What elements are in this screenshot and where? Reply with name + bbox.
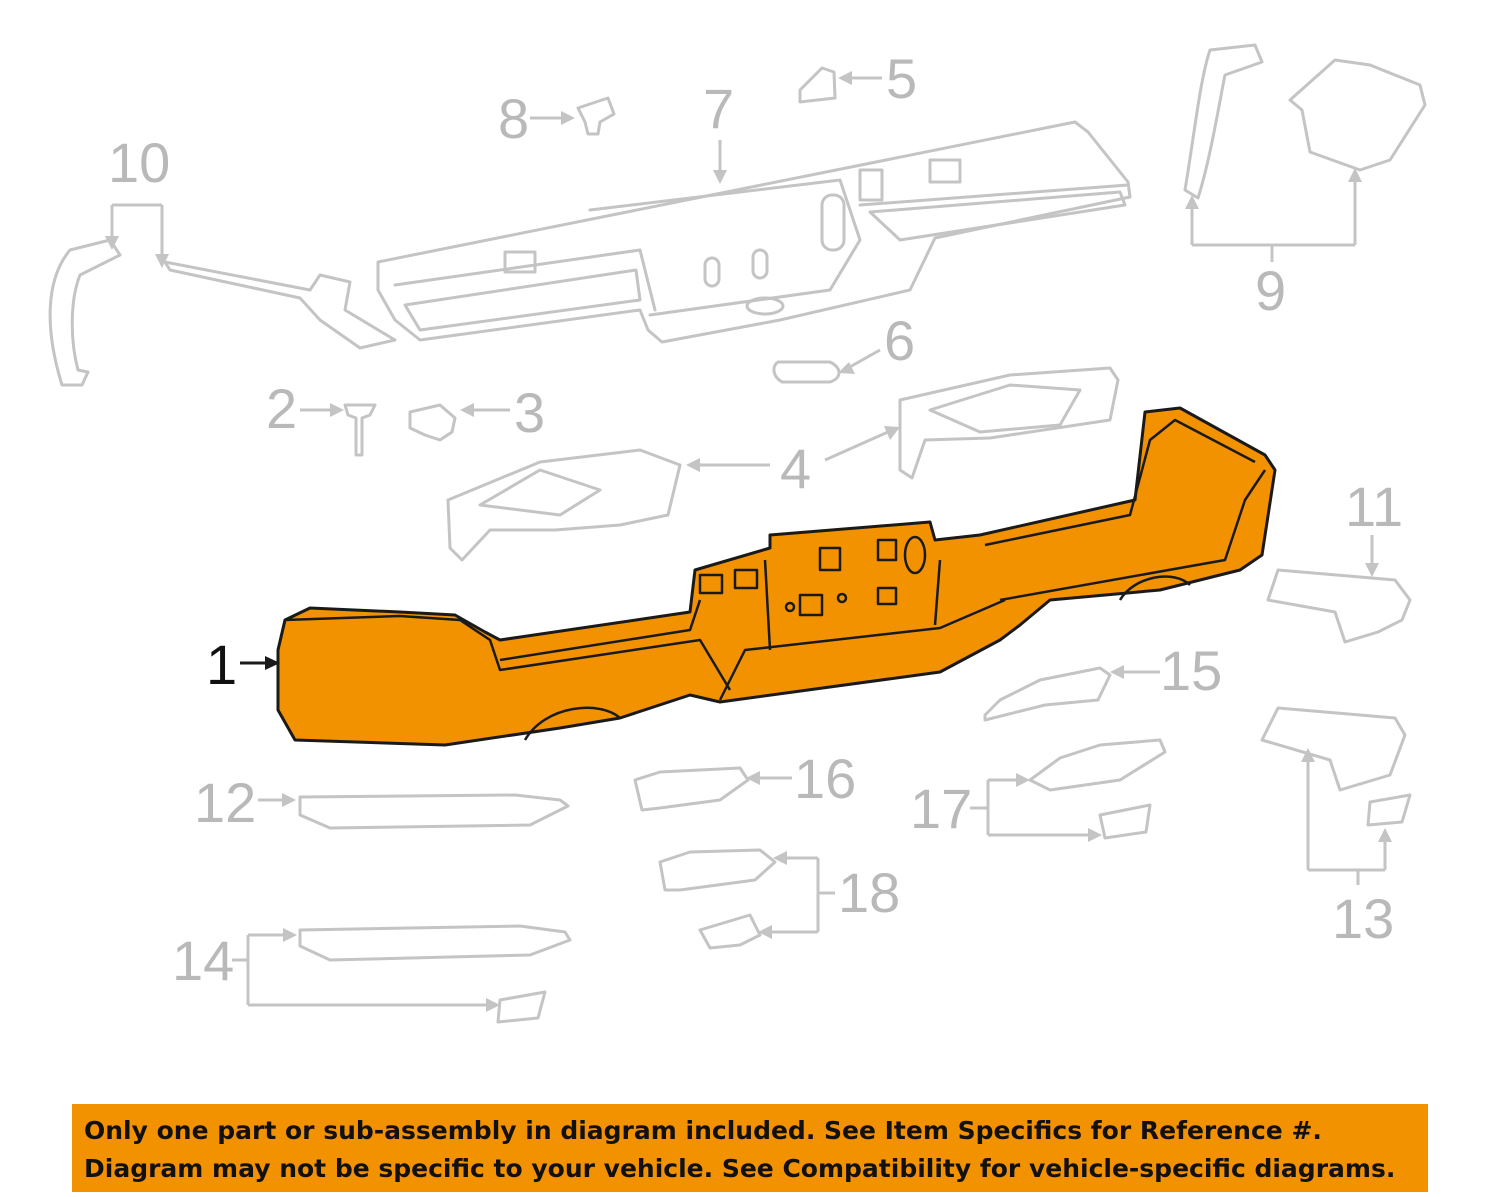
part-11-end-bracket <box>1266 568 1412 644</box>
parts-diagram: 1 2 3 4 5 6 7 8 9 10 11 12 13 14 15 16 1… <box>48 43 1427 1024</box>
part-6-plug <box>772 360 841 384</box>
part-13-sensor-plate <box>1366 793 1412 827</box>
callout-13: 13 <box>1332 887 1394 950</box>
disclaimer-banner: Only one part or sub-assembly in diagram… <box>72 1104 1428 1192</box>
part-14-trim <box>298 924 572 962</box>
part-2-bolt <box>343 403 377 457</box>
disclaimer-line-2: Diagram may not be specific to your vehi… <box>84 1154 1396 1183</box>
part-5-clip <box>798 66 837 104</box>
part-16-bracket <box>633 766 750 812</box>
part-12-trim <box>298 793 570 830</box>
leader-lines <box>105 71 1392 1012</box>
part-7-step-bumper-outline <box>376 120 1132 344</box>
callout-10: 10 <box>108 131 170 194</box>
callout-17: 17 <box>910 777 972 840</box>
callout-1: 1 <box>206 633 237 696</box>
callout-9: 9 <box>1255 259 1286 322</box>
part-8-clip <box>576 96 616 136</box>
callout-16: 16 <box>794 747 856 810</box>
disclaimer-line-1: Only one part or sub-assembly in diagram… <box>84 1116 1322 1145</box>
part-1-rear-bumper-highlighted <box>276 406 1277 747</box>
callout-11: 11 <box>1345 475 1403 538</box>
part-9-right-end-pieces <box>1183 43 1427 200</box>
part-15-bracket <box>983 666 1112 722</box>
callout-18: 18 <box>838 861 900 924</box>
callout-6: 6 <box>884 309 915 372</box>
callout-4: 4 <box>780 437 811 500</box>
callout-5: 5 <box>886 47 917 110</box>
callout-14: 14 <box>172 929 234 992</box>
part-17-sensor-plate <box>1098 803 1152 840</box>
callout-labels: 1 2 3 4 5 6 7 8 9 10 11 12 13 14 15 16 1… <box>108 47 1403 992</box>
callout-8: 8 <box>498 87 529 150</box>
part-13-bracket <box>1260 706 1407 792</box>
part-10-left-extensions <box>48 238 397 387</box>
part-18-bracket <box>658 848 777 892</box>
callout-2: 2 <box>266 377 297 440</box>
small-fasteners <box>343 66 841 457</box>
callout-12: 12 <box>194 771 256 834</box>
callout-15: 15 <box>1160 639 1222 702</box>
part-18-sensor-plate <box>698 913 762 950</box>
part-4-brackets <box>446 366 1120 562</box>
part-3-clip <box>408 403 457 442</box>
lower-trim-parts <box>298 568 1412 1024</box>
callout-3: 3 <box>514 381 545 444</box>
callout-7: 7 <box>703 77 734 140</box>
part-17-bracket <box>1028 738 1167 792</box>
part-14-sensor-plate <box>496 990 547 1024</box>
